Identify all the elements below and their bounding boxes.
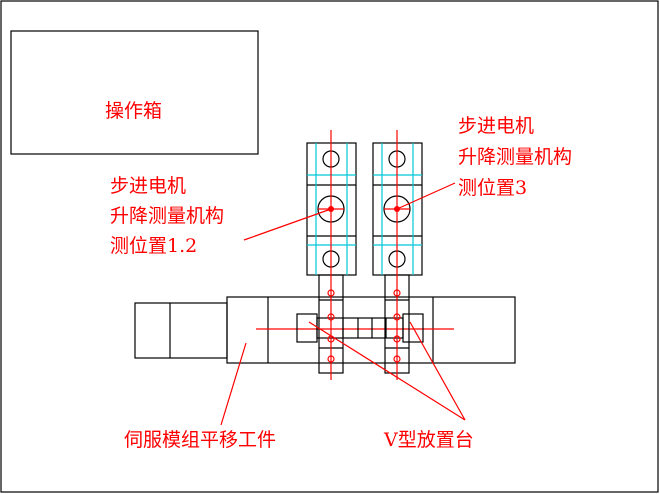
label-stepper-left-line3: 测位置1.2 — [110, 235, 197, 257]
leader-v-block-2 — [409, 321, 466, 421]
leader-v-block-1 — [308, 321, 466, 421]
label-servo-module: 伺服模组平移工件 — [124, 429, 276, 451]
label-stepper-left: 步进电机 升降测量机构 测位置1.2 — [110, 175, 224, 257]
control-box: 操作箱 — [10, 30, 259, 155]
label-stepper-right: 步进电机 升降测量机构 测位置3 — [458, 115, 572, 199]
label-stepper-left-line1: 步进电机 — [110, 175, 186, 197]
servo-module — [134, 296, 516, 364]
stepper-unit-left — [306, 130, 357, 380]
v-block-stand — [296, 313, 424, 343]
label-v-block: V型放置台 — [383, 429, 474, 451]
label-stepper-right-line1: 步进电机 — [458, 115, 534, 137]
control-box-label: 操作箱 — [105, 100, 162, 122]
label-stepper-right-line3: 测位置3 — [458, 177, 527, 199]
leader-stepper-right — [396, 182, 456, 210]
label-stepper-left-line2: 升降测量机构 — [110, 205, 224, 227]
leader-servo — [220, 342, 247, 426]
leader-lines — [220, 182, 466, 426]
leader-stepper-left — [243, 208, 332, 241]
servo-motor — [134, 302, 228, 359]
label-stepper-right-line2: 升降测量机构 — [458, 146, 572, 168]
servo-rail — [226, 296, 516, 364]
